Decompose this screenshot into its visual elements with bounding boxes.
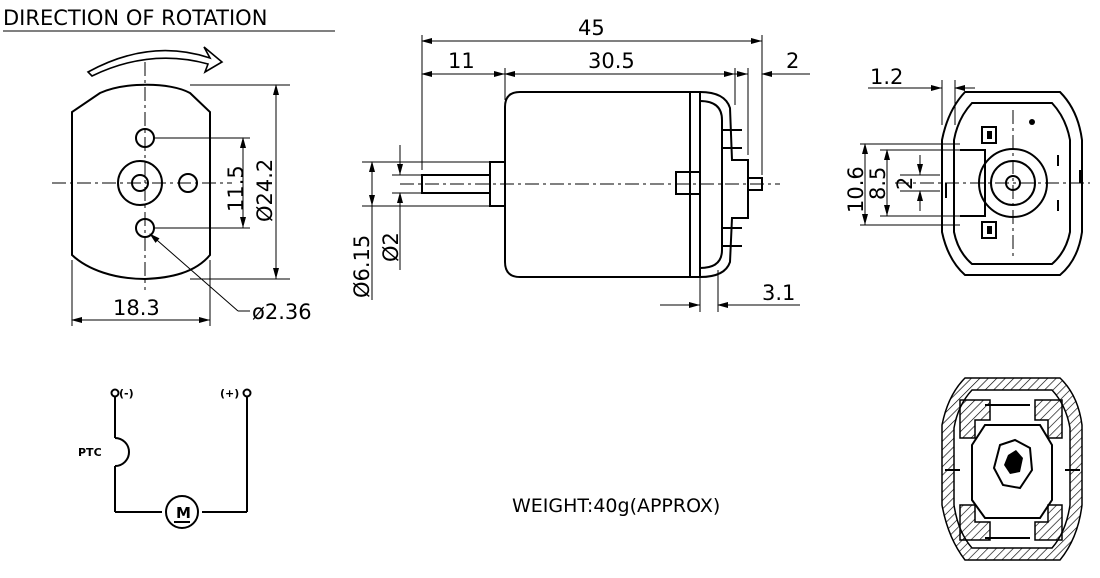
motor-label: M [176,504,191,522]
dim-height-inner: 11.5 [224,165,248,212]
dim-height-outer: Ø24.2 [253,159,277,222]
terminal-negative: (-) [119,387,134,400]
dim-term-h3: 2 [893,177,917,190]
side-view [362,35,810,312]
dim-term-offset: 1.2 [870,65,903,89]
dim-width: 18.3 [113,296,160,320]
ptc-label: PTC [78,446,102,459]
terminal-positive: (+) [220,387,239,400]
dim-hole-dia: ø2.36 [252,300,312,324]
dim-shaft-dia: Ø2 [379,232,403,262]
dim-body-length: 30.5 [588,49,635,73]
dim-flange-width: 3.1 [762,281,795,305]
dim-term-h1: 10.6 [844,166,868,213]
rotation-arrow-icon [86,46,224,77]
dim-shaft-length: 11 [448,49,475,73]
dim-term-h2: 8.5 [866,167,890,200]
section-view [941,377,1083,561]
end-view [860,80,1090,276]
dim-endcap-offset: 2 [786,49,799,73]
front-view [52,62,290,326]
rotation-title: DIRECTION OF ROTATION [3,6,267,30]
weight-label: WEIGHT:40g(APPROX) [512,495,720,517]
circuit-schematic [110,388,252,529]
dim-boss-dia: Ø6.15 [350,235,374,298]
motor-symbol-icon [165,495,199,529]
dim-overall-length: 45 [578,16,605,40]
